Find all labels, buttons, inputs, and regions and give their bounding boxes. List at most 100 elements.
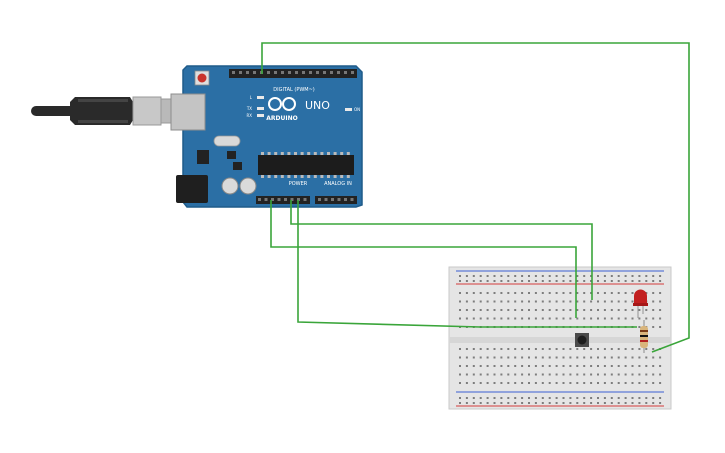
breadboard-hole [638,356,641,359]
breadboard-hole [507,275,510,277]
breadboard-hole [486,348,489,350]
breadboard-hole [493,397,496,399]
header-pin [281,71,284,74]
breadboard-hole [617,382,620,384]
breadboard-hole [555,365,558,367]
breadboard-hole [534,275,537,277]
breadboard-hole [555,280,558,282]
led-label-l: L [250,95,253,100]
breadboard-hole [479,292,482,294]
breadboard-hole [507,356,510,359]
digital-pins [232,71,354,74]
breadboard-hole [652,373,655,376]
breadboard-hole [638,365,641,367]
breadboard-hole [645,309,648,311]
chip-pins [261,152,350,178]
chip-pin [333,175,337,178]
breadboard-hole [479,397,482,399]
header-pin [288,71,291,74]
led-label-tx: TX [246,106,252,111]
breadboard-hole [569,365,572,367]
usb-cable-icon[interactable] [31,96,184,126]
breadboard-hole [534,382,537,384]
breadboard-hole [659,280,662,282]
breadboard-hole [569,382,572,384]
breadboard-hole [569,292,572,294]
breadboard-hole [652,397,655,399]
microcontroller-chip [258,155,354,175]
breadboard[interactable] [448,266,672,410]
breadboard-hole [541,348,544,350]
breadboard-hole [631,348,634,350]
breadboard-hole [659,373,662,376]
breadboard-hole [569,397,572,399]
resistor-icon[interactable] [640,320,648,353]
breadboard-hole [486,309,489,311]
breadboard-hole [521,292,524,294]
breadboard-hole [534,397,537,399]
power-label: POWER [289,181,308,187]
breadboard-hole [514,280,517,282]
reset-button-cap[interactable] [197,73,207,83]
breadboard-hole [638,397,641,399]
breadboard-hole [472,348,475,350]
breadboard-hole [583,309,586,311]
breadboard-hole [486,300,489,303]
breadboard-hole [645,402,648,404]
breadboard-hole [597,280,599,282]
breadboard-hole [590,275,593,277]
pushbutton-icon[interactable] [575,333,589,347]
header-pin [344,198,347,201]
breadboard-hole [500,373,503,376]
breadboard-hole [603,292,606,294]
breadboard-hole [603,373,606,376]
breadboard-hole [631,402,634,404]
breadboard-hole [472,275,475,277]
breadboard-hole [528,382,530,384]
breadboard-hole [562,365,565,367]
chip-pin [346,152,350,155]
breadboard-hole [507,317,510,320]
breadboard-hole [597,317,599,320]
breadboard-hole [534,292,537,294]
breadboard-hole [576,300,579,303]
breadboard-hole [576,280,579,282]
breadboard-hole [541,280,544,282]
red-led-icon[interactable] [633,289,648,319]
breadboard-hole [541,300,544,303]
breadboard-hole [645,373,648,376]
wire-gnd-top [261,42,690,353]
breadboard-hole [583,365,586,367]
breadboard-hole [583,275,586,277]
breadboard-hole [597,275,599,277]
breadboard-hole [562,275,565,277]
arduino-logo: ARDUINO [266,97,298,122]
breadboard-hole [562,382,565,384]
breadboard-hole [541,402,544,404]
breadboard-hole [514,317,517,320]
breadboard-hole [597,365,599,367]
breadboard-hole [590,356,593,359]
breadboard-hole [507,382,510,384]
breadboard-hole [659,326,662,328]
arduino-uno-board[interactable]: DIGITAL (PWM~) L TX RX ON ARDUINO UNO [170,65,363,208]
breadboard-hole [486,402,489,404]
header-pin [271,198,274,201]
breadboard-hole [465,356,468,359]
header-pin [290,198,294,201]
breadboard-hole [610,365,613,367]
chip-pin [320,152,324,155]
breadboard-hole [486,292,489,294]
breadboard-hole [548,300,551,303]
breadboard-hole [541,382,544,384]
breadboard-hole [548,373,551,376]
breadboard-hole [479,280,482,282]
breadboard-hole [610,373,613,376]
breadboard-hole [541,292,544,294]
chip-pin [307,152,311,155]
breadboard-hole [472,365,475,367]
chip-pin [340,152,344,155]
breadboard-hole [465,317,468,320]
breadboard-hole [493,280,496,282]
breadboard-hole [652,365,655,367]
